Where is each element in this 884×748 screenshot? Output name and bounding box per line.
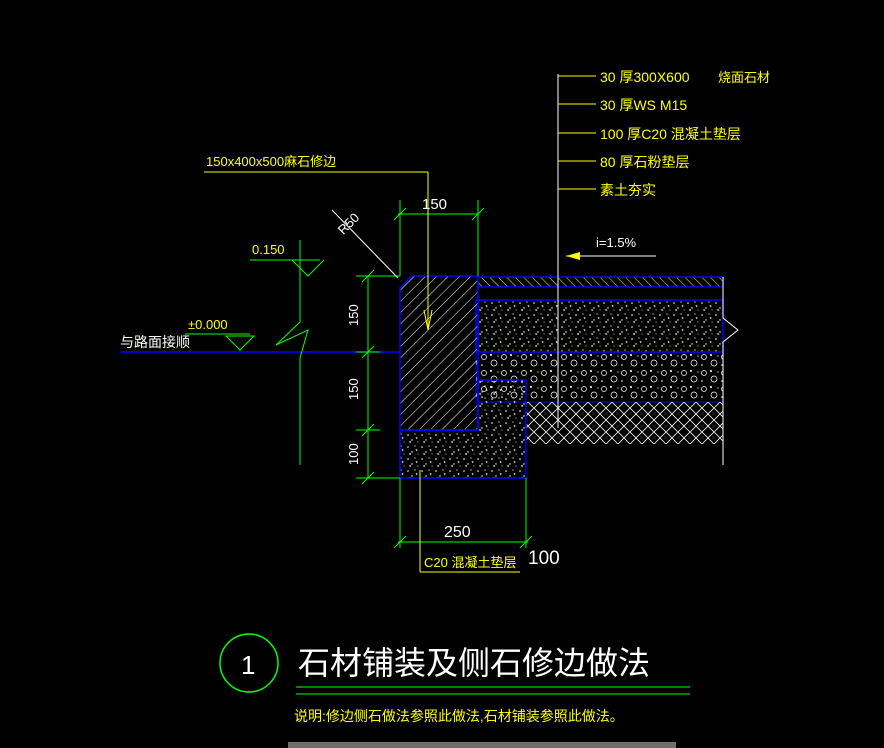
layer-1-extra: 烧面石材 xyxy=(718,70,770,85)
road-note: 与路面接顺 xyxy=(120,334,190,350)
dim-top-text: 150 xyxy=(422,196,447,213)
layer-2-text: 30 厚WS M15 xyxy=(600,97,687,113)
break-line-right xyxy=(722,277,739,465)
vertical-dimensions xyxy=(185,240,400,485)
layer-ticks xyxy=(558,75,596,190)
level-base-text: ±0.000 xyxy=(188,317,228,332)
title-circle xyxy=(219,633,279,693)
curb-label: 150x400x500麻石修边 xyxy=(206,154,336,169)
curb-stone xyxy=(399,275,479,431)
drawing-note: 说明:修边侧石做法参照此做法,石材铺装参照此做法。 xyxy=(294,708,624,724)
radius-text: R50 xyxy=(335,210,362,237)
mortar-layer xyxy=(477,286,724,301)
slope-arrow xyxy=(566,252,656,260)
annotations: 30 厚300X600 烧面石材 30 厚WS M15 100 厚C20 混凝土… xyxy=(120,69,770,724)
layer-1-text: 30 厚300X600 xyxy=(600,69,690,85)
radius-leader xyxy=(331,209,399,279)
dim-v1-text: 150 xyxy=(346,304,361,326)
title-block xyxy=(219,633,690,695)
title-number: 1 xyxy=(241,650,255,680)
layer-5-text: 素土夯实 xyxy=(600,182,656,198)
layer-4-text: 80 厚石粉垫层 xyxy=(600,154,689,170)
drawing-title: 石材铺装及侧石修边做法 xyxy=(298,645,650,681)
slope-text: i=1.5% xyxy=(596,235,637,250)
base-label: C20 混凝土垫层 xyxy=(424,555,516,570)
base-thk: 100 xyxy=(528,548,560,569)
layer-3-text: 100 厚C20 混凝土垫层 xyxy=(600,126,741,142)
concrete-layer xyxy=(475,299,724,353)
stone-layer xyxy=(477,276,724,288)
top-dimension xyxy=(393,200,485,276)
scroll-strip xyxy=(288,742,676,748)
base-leader xyxy=(419,470,520,573)
compacted-soil xyxy=(526,402,723,444)
dim-v3-text: 100 xyxy=(346,443,361,465)
dim-bottom-text: 250 xyxy=(444,524,471,541)
dim-v2-text: 150 xyxy=(346,378,361,400)
curb-leader xyxy=(204,171,433,331)
level-top-text: 0.150 xyxy=(252,242,285,257)
